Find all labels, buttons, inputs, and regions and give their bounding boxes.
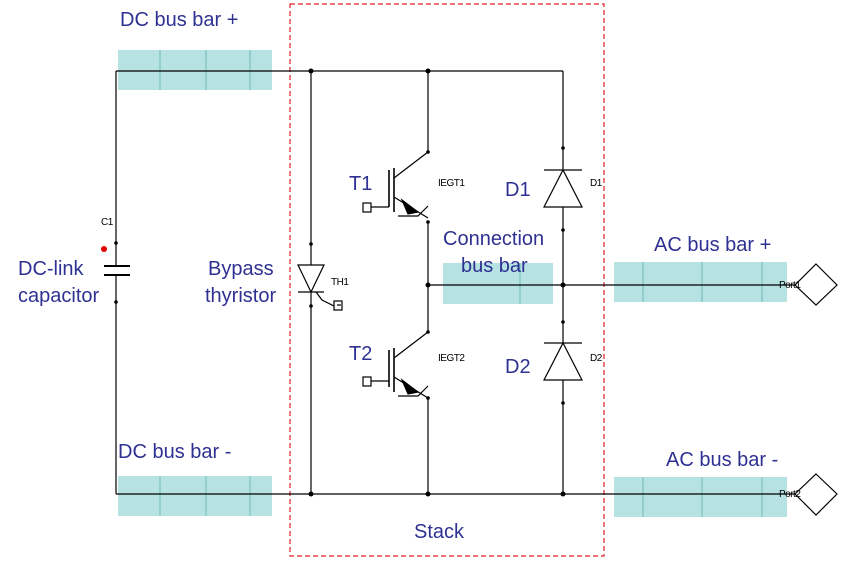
connection-bus-bar-shape xyxy=(443,263,553,304)
ac-bus-bar-minus-shape xyxy=(614,477,787,517)
diode-d2-icon xyxy=(543,341,583,381)
capacitor-c1 xyxy=(104,265,130,276)
stack-label: Stack xyxy=(414,521,465,543)
bypass-label-line1: Bypass xyxy=(208,258,274,280)
th1-designator: TH1 xyxy=(331,277,349,288)
port1-designator: Port1 xyxy=(779,280,801,291)
iegt2-icon xyxy=(362,331,429,399)
d2-designator: D2 xyxy=(590,353,603,364)
bypass-label-line2: thyristor xyxy=(205,285,276,307)
c1-designator: C1 xyxy=(101,217,114,228)
iegt2-designator: IEGT2 xyxy=(438,353,465,364)
dc-link-label-line2: capacitor xyxy=(18,285,99,307)
ac-bus-bar-plus-shape xyxy=(614,262,787,302)
d1-label: D1 xyxy=(505,179,531,201)
wires xyxy=(115,70,795,495)
connection-label-line1: Connection xyxy=(443,228,544,250)
t2-label: T2 xyxy=(349,343,372,365)
iegt1-designator: IEGT1 xyxy=(438,178,465,189)
port2-designator: Port2 xyxy=(779,489,801,500)
connection-label-line2: bus bar xyxy=(461,255,528,277)
diode-d1-icon xyxy=(543,168,583,208)
dc-bus-bar-plus-label: DC bus bar + xyxy=(120,9,238,31)
port2-icon xyxy=(794,473,838,516)
dc-bus-bar-minus-shape xyxy=(118,476,272,516)
thyristor-icon xyxy=(297,264,343,311)
d1-designator: D1 xyxy=(590,178,603,189)
dc-link-label-line1: DC-link xyxy=(18,258,85,280)
dc-bus-bar-minus-label: DC bus bar - xyxy=(118,441,231,463)
t1-label: T1 xyxy=(349,173,372,195)
iegt1-icon xyxy=(362,151,429,219)
ac-bus-bar-plus-label: AC bus bar + xyxy=(654,234,771,256)
d2-label: D2 xyxy=(505,356,531,378)
junction-dots xyxy=(114,68,566,497)
stack-boundary xyxy=(289,3,605,557)
polarity-marker xyxy=(101,246,107,252)
port1-icon[interactable] xyxy=(794,263,838,306)
dc-bus-bar-plus-shape xyxy=(118,50,272,90)
ac-bus-bar-minus-label: AC bus bar - xyxy=(666,449,778,471)
